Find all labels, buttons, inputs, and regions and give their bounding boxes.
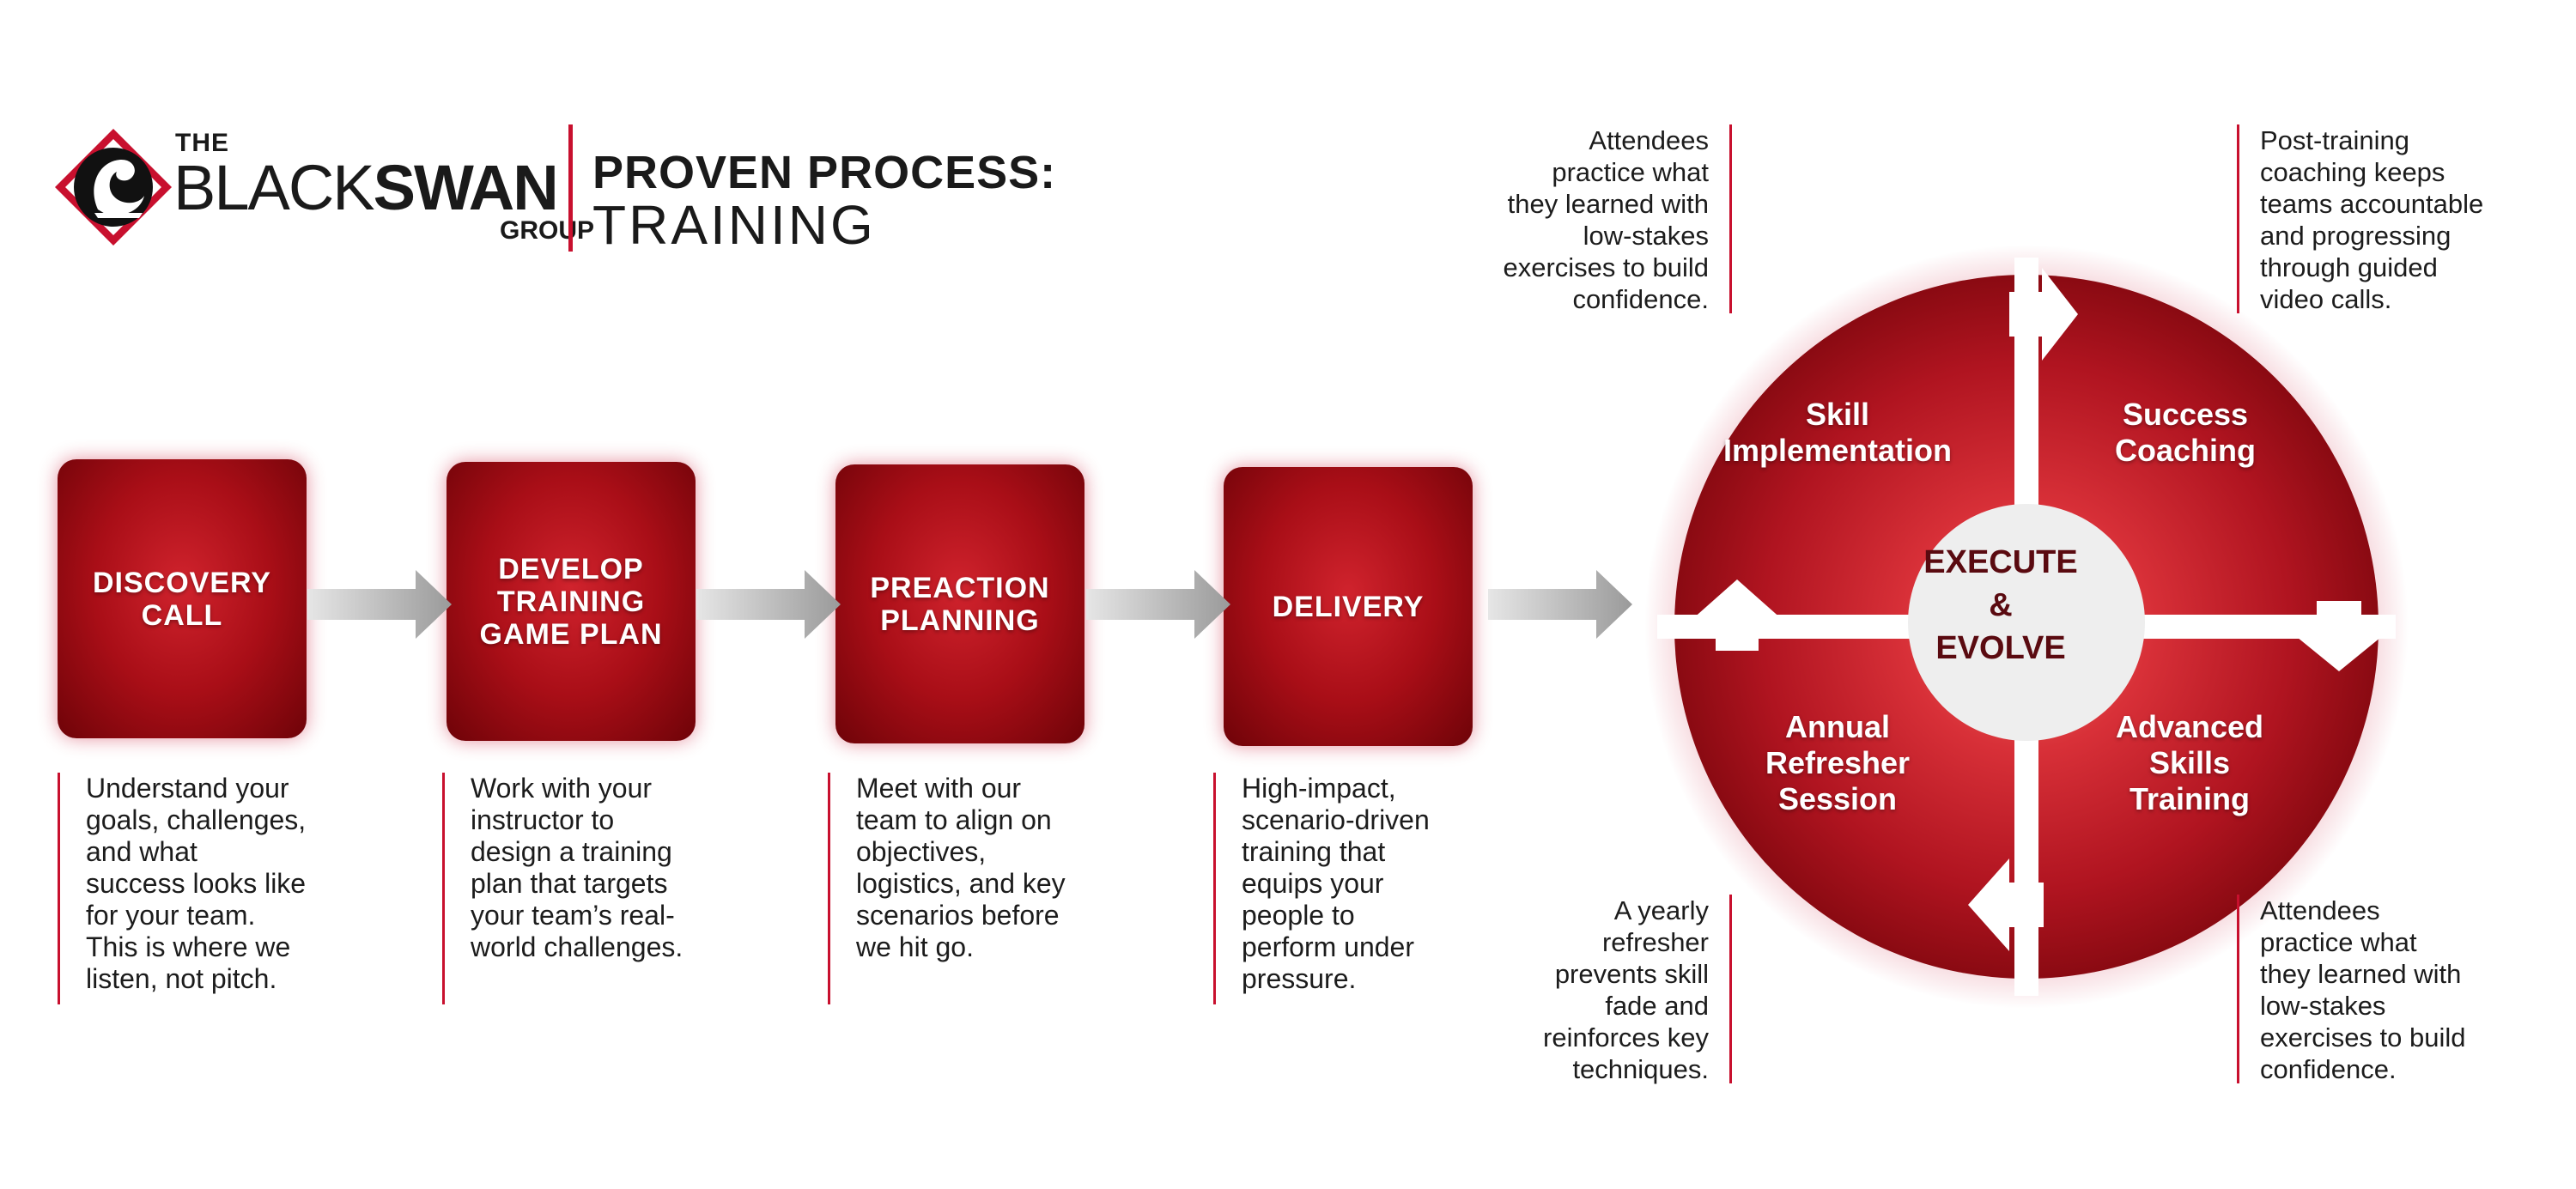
note-advanced-skills-training: Attendees practice what they learned wit… bbox=[2237, 895, 2543, 1084]
step-description: Meet with our team to align on objective… bbox=[828, 773, 1122, 1004]
page-subtitle: TRAINING bbox=[592, 194, 876, 256]
quadrant-skill-implementation: Skill Implementation bbox=[1722, 397, 1953, 468]
header-divider bbox=[568, 124, 573, 252]
arrow-right-icon bbox=[307, 570, 452, 639]
quadrant-success-coaching: Success Coaching bbox=[2114, 397, 2256, 468]
step-label: DEVELOP TRAINING GAME PLAN bbox=[479, 552, 663, 651]
quadrant-advanced-skills-training: Advanced Skills Training bbox=[2115, 709, 2264, 816]
note-annual-refresher-session: A yearly refresher prevents skill fade a… bbox=[1460, 895, 1732, 1084]
brand-logo: THE BLACKSWAN GROUP bbox=[53, 120, 646, 258]
arrow-right-icon bbox=[1488, 570, 1632, 639]
step-preaction-planning: PREACTION PLANNING bbox=[835, 464, 1084, 743]
step-description: Understand your goals, challenges, and w… bbox=[58, 773, 352, 1004]
quadrant-annual-refresher-session: Annual Refresher Session bbox=[1765, 709, 1911, 816]
step-label: DELIVERY bbox=[1272, 590, 1425, 623]
step-discovery-call: DISCOVERY CALL bbox=[58, 459, 307, 738]
note-success-coaching: Post-training coaching keeps teams accou… bbox=[2237, 124, 2543, 314]
step-label: PREACTION PLANNING bbox=[870, 571, 1050, 637]
swan-logo-icon bbox=[55, 129, 172, 246]
step-delivery: DELIVERY bbox=[1224, 467, 1473, 746]
logo-swan-text: SWAN bbox=[373, 152, 559, 223]
arrow-right-icon bbox=[2009, 268, 2078, 361]
arrow-up-icon bbox=[1692, 579, 1783, 651]
arrow-down-icon bbox=[2293, 601, 2385, 671]
arrow-right-icon bbox=[1086, 570, 1230, 639]
step-description: High-impact, scenario-driven training th… bbox=[1213, 773, 1508, 1004]
step-description: Work with your instructor to design a tr… bbox=[442, 773, 737, 1004]
arrow-right-icon bbox=[696, 570, 841, 639]
note-skill-implementation: Attendees practice what they learned wit… bbox=[1460, 124, 1732, 314]
logo-wordmark: BLACKSWAN bbox=[173, 156, 559, 220]
step-label: DISCOVERY CALL bbox=[92, 566, 271, 632]
execute-evolve-cycle bbox=[1644, 245, 2409, 1009]
wheel-center bbox=[1908, 504, 2145, 741]
arrow-left-icon bbox=[1968, 858, 2044, 951]
logo-black-text: BLACK bbox=[173, 152, 375, 223]
logo-group-text: GROUP bbox=[500, 216, 595, 245]
cycle-center-label: EXECUTE & EVOLVE bbox=[1923, 544, 2078, 666]
step-develop-training-game-plan: DEVELOP TRAINING GAME PLAN bbox=[447, 462, 696, 741]
logo-the-text: THE bbox=[175, 129, 229, 157]
page-title: PROVEN PROCESS: bbox=[592, 147, 1057, 198]
